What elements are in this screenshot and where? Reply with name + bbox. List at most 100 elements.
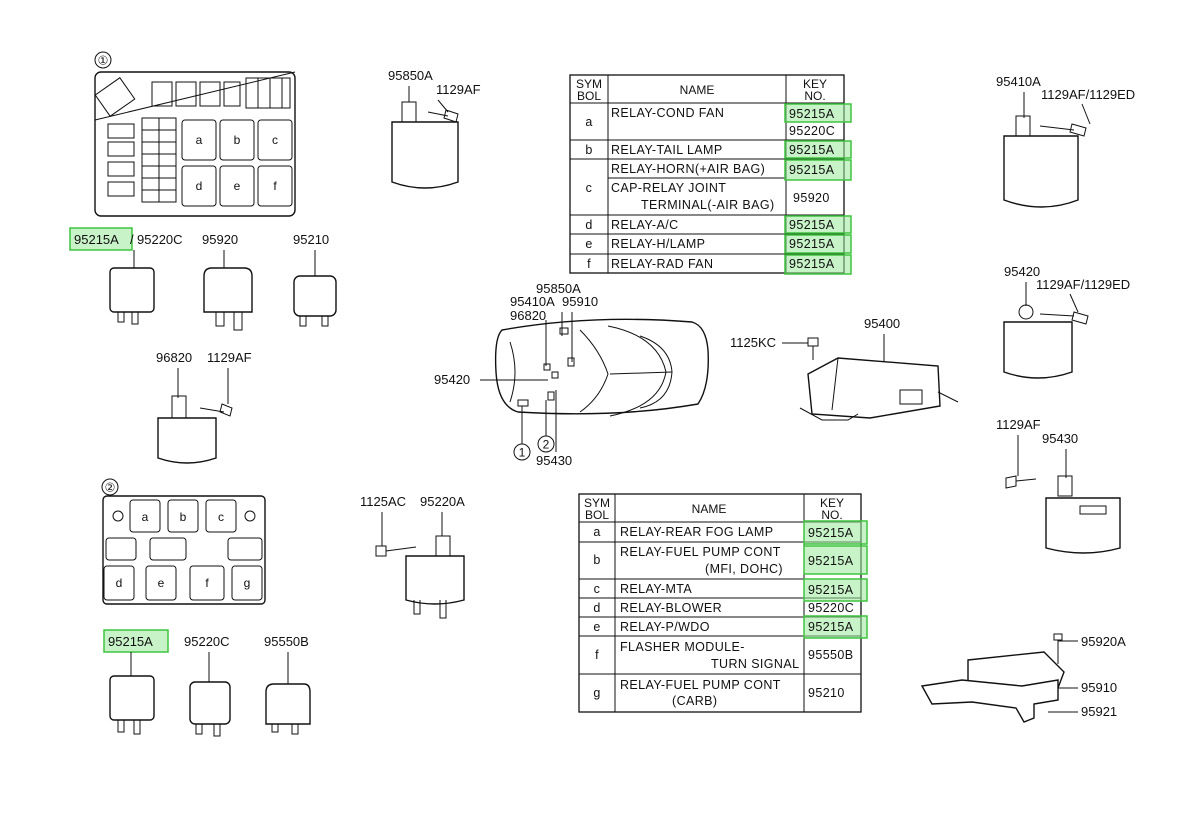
row-d-name: RELAY-A/C xyxy=(611,218,679,232)
row-c-name-line2: CAP-RELAY JOINT xyxy=(611,181,726,195)
label-95550b: 95550B xyxy=(264,634,309,649)
row-b-name: RELAY-FUEL PUMP CONT xyxy=(620,545,781,559)
control-module-95400: 1125KC 95400 xyxy=(730,316,959,421)
key-95215a-highlight[interactable] xyxy=(784,234,852,254)
header-no: NO. xyxy=(821,508,842,522)
relay-box-two: ② a b c d e f g xyxy=(101,478,266,605)
row-a-name: RELAY-COND FAN xyxy=(611,106,724,120)
header-sym: SYM xyxy=(584,496,610,510)
box1-cell-c: c xyxy=(272,133,278,147)
box2-cell-g: g xyxy=(244,576,251,590)
box2-cell-c: c xyxy=(218,510,224,524)
row-c-name: RELAY-MTA xyxy=(620,582,692,596)
key-95215a-highlight[interactable] xyxy=(803,520,868,545)
row-f-key: 95550B xyxy=(808,648,854,662)
part-95215a-highlight[interactable] xyxy=(103,629,169,653)
relay-table-one: SYM BOL NAME KEY NO. a RELAY-COND FAN 95… xyxy=(569,74,852,275)
key-95215a-highlight[interactable] xyxy=(803,545,868,575)
header-name: NAME xyxy=(692,502,727,516)
header-name: NAME xyxy=(680,83,715,97)
row-f-name: RELAY-RAD FAN xyxy=(611,257,713,271)
key-95215a-highlight[interactable] xyxy=(784,215,852,234)
label-95410a: 95410A xyxy=(510,294,555,309)
row-g-symbol: g xyxy=(593,686,600,700)
car-callout-one: 1 xyxy=(519,446,526,460)
relay-95215a xyxy=(109,267,155,313)
relay-95420-group: 95420 1129AF/1129ED xyxy=(1003,264,1130,379)
label-95220c: 95220C xyxy=(137,232,183,247)
key-95215a-highlight[interactable] xyxy=(784,103,852,123)
row-e-key: 95215A xyxy=(789,237,835,251)
box1-cell-b: b xyxy=(234,133,241,147)
label-95215a: 95215A xyxy=(108,634,153,649)
label-95420: 95420 xyxy=(434,372,470,387)
key-95215a-highlight[interactable] xyxy=(784,140,852,159)
relay-table-two: SYM BOL NAME KEY NO. a RELAY-REAR FOG LA… xyxy=(578,493,868,713)
relay-row-one: 95215A / 95220C 95920 95210 xyxy=(69,227,337,331)
box1-cell-a: a xyxy=(196,133,203,147)
label-1129af: 1129AF xyxy=(996,417,1041,432)
row-b-name: RELAY-TAIL LAMP xyxy=(611,143,723,157)
vehicle-location-view: 95850A 95410A 95910 96820 95420 1 2 9543… xyxy=(434,281,709,468)
row-a-symbol: a xyxy=(593,525,600,539)
cap-95920 xyxy=(203,267,253,313)
row-c-key: 95215A xyxy=(808,583,854,597)
box1-cell-d: d xyxy=(196,179,203,193)
relay-95215a xyxy=(109,675,155,721)
box1-cell-e: e xyxy=(234,179,241,193)
label-95850a: 95850A xyxy=(388,68,433,83)
row-f-name: FLASHER MODULE- xyxy=(620,640,745,654)
relay-96820 xyxy=(157,417,217,464)
box2-cell-b: b xyxy=(180,510,187,524)
label-95420: 95420 xyxy=(1004,264,1040,279)
row-f-symbol: f xyxy=(587,257,591,271)
box2-cell-e: e xyxy=(158,576,165,590)
part-95215a-highlight[interactable] xyxy=(69,227,133,251)
label-96820: 96820 xyxy=(510,308,546,323)
label-95210: 95210 xyxy=(293,232,329,247)
row-f-name-line2: TURN SIGNAL xyxy=(711,657,799,671)
label-1125kc: 1125KC xyxy=(730,335,776,350)
row-d-key: 95220C xyxy=(808,601,854,615)
relay-95420 xyxy=(1003,321,1073,379)
bracket-95921 xyxy=(920,679,1059,723)
relay-95220c xyxy=(189,681,231,725)
row-e-symbol: e xyxy=(585,237,592,251)
row-a-symbol: a xyxy=(585,115,592,129)
row-c-key: 95215A xyxy=(789,163,835,177)
car-callout-two: 2 xyxy=(543,438,550,452)
label-95215a: 95215A xyxy=(74,232,119,247)
callout-one: ① xyxy=(98,54,109,68)
row-e-symbol: e xyxy=(593,620,600,634)
label-1129af-1129ed: 1129AF/1129ED xyxy=(1036,277,1130,292)
label-95430: 95430 xyxy=(1042,431,1078,446)
row-c-name-line3: TERMINAL(-AIR BAG) xyxy=(641,198,775,212)
label-95220a: 95220A xyxy=(420,494,465,509)
label-95920a: 95920A xyxy=(1081,634,1126,649)
row-g-name: RELAY-FUEL PUMP CONT xyxy=(620,678,781,692)
relay-row-two: 95215A 95220C 95550B xyxy=(103,629,311,737)
row-e-key: 95215A xyxy=(808,620,854,634)
relay-95430-group: 1129AF 95430 xyxy=(996,417,1121,554)
key-95215a-highlight[interactable] xyxy=(803,578,868,602)
key-95215a-highlight[interactable] xyxy=(784,159,852,181)
row-e-name: RELAY-P/WDO xyxy=(620,620,710,634)
relay-95850a-group: 95850A 1129AF xyxy=(388,68,481,189)
label-95410a: 95410A xyxy=(996,74,1041,89)
label-96820: 96820 xyxy=(156,350,192,365)
row-f-symbol: f xyxy=(595,648,599,662)
row-b-symbol: b xyxy=(585,143,592,157)
header-no: NO. xyxy=(804,89,825,103)
row-b-key: 95215A xyxy=(808,554,854,568)
row-c-symbol: c xyxy=(594,582,601,596)
label-1125ac: 1125AC xyxy=(360,494,406,509)
label-95220c: 95220C xyxy=(184,634,230,649)
key-95215a-highlight[interactable] xyxy=(784,254,852,275)
row-d-symbol: d xyxy=(593,601,600,615)
relay-95210 xyxy=(293,275,337,317)
key-95215a-highlight[interactable] xyxy=(803,615,868,639)
header-sym: SYM xyxy=(576,77,602,91)
header-key: KEY xyxy=(803,77,827,91)
relay-96820-group: 96820 1129AF xyxy=(156,350,252,464)
